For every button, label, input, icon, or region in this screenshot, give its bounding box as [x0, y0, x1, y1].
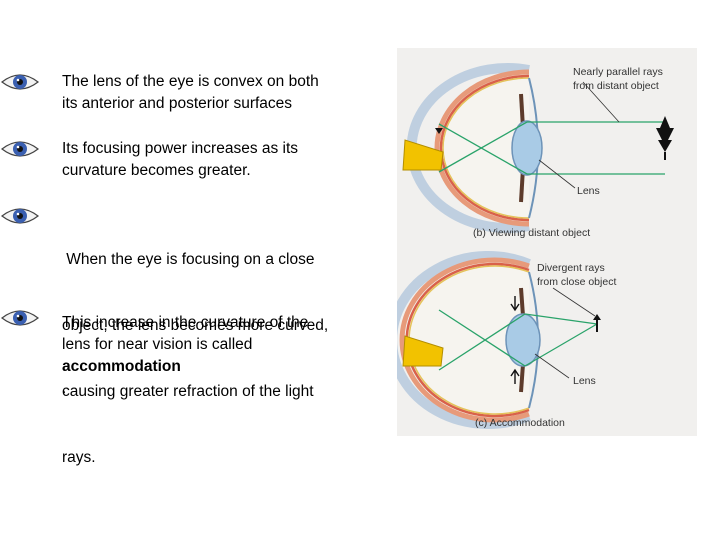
text-line: This increase in the curvature of the	[62, 314, 309, 331]
eye-icon	[0, 137, 40, 161]
text-line: causing greater refraction of the light	[62, 383, 314, 400]
eye-icon	[0, 70, 40, 94]
eye-diagram-panel: Nearly parallel rays from distant object…	[397, 48, 697, 436]
caption-distant: (b) Viewing distant object	[473, 227, 590, 239]
eye-icon	[0, 204, 40, 228]
bullet-text-4: This increase in the curvature of the le…	[62, 312, 382, 400]
text-line: When the eye is focusing on a close	[62, 251, 315, 268]
label-lens-bottom: Lens	[573, 375, 596, 387]
text-line: its anterior and posterior surfaces	[62, 95, 293, 112]
label-rays-top-2: from distant object	[573, 80, 659, 92]
text-line: Its focusing power increases as its	[62, 140, 299, 157]
lens-shape	[511, 120, 543, 176]
tree-object-icon	[656, 116, 674, 152]
eye-icon	[0, 306, 40, 330]
caption-accommodation: (c) Accommodation	[475, 417, 565, 429]
bullet-text-1: The lens of the eye is convex on both it…	[62, 71, 382, 115]
text-line: The lens of the eye is convex on both	[62, 73, 319, 90]
label-rays-bottom-1: Divergent rays	[537, 262, 605, 274]
text-line: curvature becomes greater.	[62, 162, 251, 179]
text-line: lens for near vision is called	[62, 336, 253, 353]
eye-close-view: Divergent rays from close object Lens (c…	[397, 251, 616, 429]
text-line: .	[62, 380, 67, 397]
bullet-text-3: When the eye is focusing on a close obje…	[62, 205, 382, 491]
accommodation-term: accommodation	[62, 358, 181, 375]
lens-shape-accommodated	[505, 313, 541, 367]
bullet-text-2: Its focusing power increases as its curv…	[62, 138, 382, 182]
text-line: rays.	[62, 449, 96, 466]
label-lens-top: Lens	[577, 185, 600, 197]
eye-diagram-svg: Nearly parallel rays from distant object…	[397, 63, 674, 429]
eye-distant-view: Nearly parallel rays from distant object…	[402, 63, 674, 239]
label-rays-top-1: Nearly parallel rays	[573, 66, 663, 78]
text-line: object, the lens becomes more curved,	[62, 317, 329, 334]
label-rays-bottom-2: from close object	[537, 276, 616, 288]
